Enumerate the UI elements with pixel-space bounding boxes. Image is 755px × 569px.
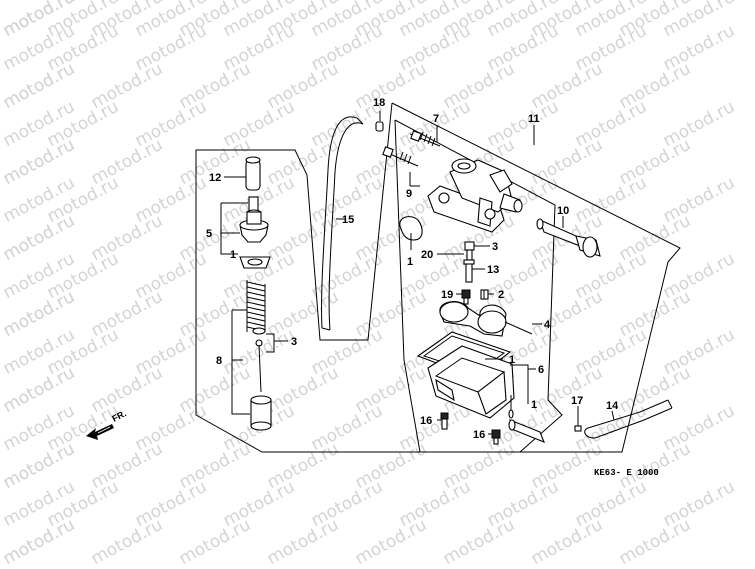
throttle-stop-screw	[409, 130, 441, 147]
throttle-valve-spring	[246, 280, 266, 332]
callout-5: 5	[206, 228, 212, 240]
drain-screw	[508, 419, 545, 443]
callout-16b: 16	[473, 429, 485, 441]
o-ring	[399, 216, 423, 241]
throttle-valve	[250, 395, 272, 431]
callout-10: 10	[557, 205, 569, 217]
callout-1d: 1	[531, 399, 537, 411]
callout-19: 19	[441, 289, 453, 301]
callout-12: 12	[209, 172, 221, 184]
pilot-screw	[382, 146, 419, 167]
float-chamber-screw	[440, 412, 449, 430]
callout-8: 8	[216, 355, 222, 367]
callout-9: 9	[406, 188, 412, 200]
callout-3a: 3	[291, 336, 297, 348]
throttle-cap-cover	[245, 156, 261, 191]
direction-label: FR.	[110, 408, 127, 423]
float	[439, 301, 507, 337]
callout-20: 20	[421, 249, 433, 261]
diagram-code: KE63- E 1000	[594, 468, 659, 478]
needle-jet-holder	[464, 241, 475, 261]
top-gasket	[239, 256, 271, 269]
callout-1b: 1	[407, 256, 413, 268]
choke-valve	[536, 218, 601, 258]
callout-16a: 16	[420, 415, 432, 427]
front-direction-arrow-icon	[86, 424, 114, 440]
callout-17: 17	[571, 395, 583, 407]
callout-6: 6	[538, 364, 544, 376]
carburetor-top	[239, 196, 269, 243]
assembly-frame	[195, 102, 681, 453]
callout-13: 13	[487, 264, 499, 276]
carburetor-body	[427, 158, 523, 233]
main-jet-holder	[463, 259, 475, 283]
callout-1c: 1	[509, 354, 515, 366]
callout-3b: 3	[492, 241, 498, 253]
overflow-tube	[584, 399, 673, 439]
main-jet	[480, 289, 489, 300]
callout-1a: 1	[230, 249, 236, 261]
callout-11: 11	[528, 113, 540, 125]
float-pin	[504, 321, 533, 335]
callout-15: 15	[342, 214, 354, 226]
slow-jet	[461, 289, 471, 305]
drain-o-ring	[508, 409, 514, 419]
callout-7: 7	[433, 113, 439, 125]
tube-clip	[574, 425, 582, 432]
leader-lines	[220, 111, 615, 435]
fuel-tube	[321, 116, 364, 331]
callout-4: 4	[544, 319, 551, 331]
jet-needle	[258, 344, 262, 393]
callout-labels: 1 1 1 1 2 3 3 4 5 6 7 8 9 10 11 12 13 14…	[206, 97, 619, 441]
drain-screw-plug	[491, 429, 501, 445]
callout-14: 14	[606, 400, 619, 412]
callout-18: 18	[373, 97, 385, 109]
float-chamber	[427, 345, 515, 419]
jet-needle-clips	[252, 327, 266, 347]
callout-2: 2	[498, 289, 504, 301]
vent-cap	[375, 121, 384, 132]
